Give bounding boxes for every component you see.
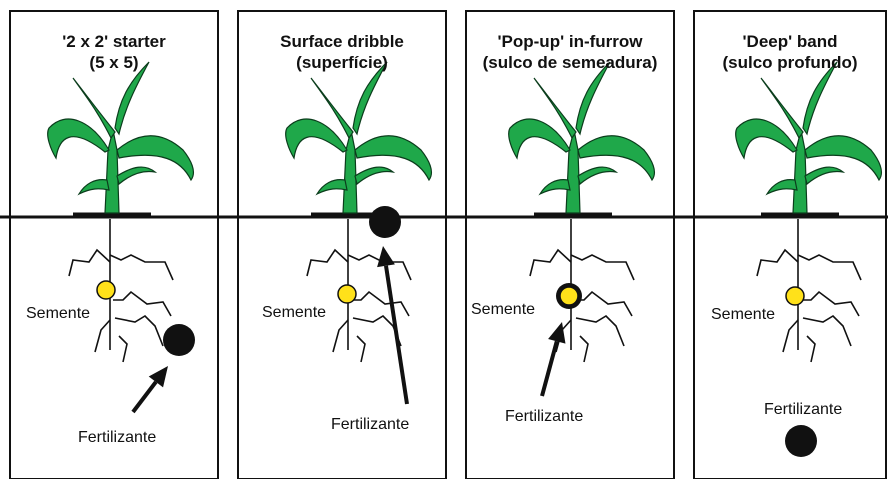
corn-stalk — [343, 130, 357, 213]
corn-leaf — [117, 167, 155, 184]
corn-leaf — [355, 167, 393, 184]
panel-2-fertilizer-dot — [369, 206, 401, 238]
panel-2-title-line1: Surface dribble — [238, 31, 446, 52]
panel-2-fertilizer-label: Fertilizante — [331, 416, 409, 434]
panel-frame-1 — [10, 11, 218, 479]
corn-leaf — [317, 180, 347, 194]
root-branch — [95, 320, 110, 352]
root-branch — [119, 336, 127, 362]
arrow-shaft — [542, 341, 557, 396]
root-branch — [574, 292, 632, 316]
panel-1-seed-label: Semente — [26, 305, 90, 323]
arrow-shaft — [133, 382, 156, 412]
corn-leaf — [509, 119, 570, 158]
corn-stalk — [105, 130, 119, 213]
panel-3-title-line2: (sulco de semeadura) — [466, 52, 674, 73]
panel-frame-2 — [238, 11, 446, 479]
panel-4-roots — [757, 219, 861, 362]
corn-leaf — [286, 119, 347, 158]
corn-stalk — [566, 130, 580, 213]
panel-3-corn-plant — [509, 62, 655, 214]
root-branch — [115, 316, 163, 346]
panel-4-fertilizer-dot — [785, 425, 817, 457]
root-branch — [110, 255, 173, 280]
root-branch — [580, 336, 588, 362]
panel-3-fertilizer-label: Fertilizante — [505, 408, 583, 426]
corn-leaf — [767, 180, 797, 194]
root-branch — [783, 320, 798, 352]
panel-2-seed-label: Semente — [262, 304, 326, 322]
root-branch — [571, 255, 634, 280]
panel-4-fertilizer-label: Fertilizante — [764, 401, 842, 419]
root-branch — [801, 292, 859, 316]
panel-2-seed — [338, 285, 356, 303]
panel-1-fertilizer-dot — [163, 324, 195, 356]
root-branch — [307, 250, 348, 276]
root-branch — [798, 255, 861, 280]
root-branch — [807, 336, 815, 362]
panel-2-title-line2: (superfície) — [238, 52, 446, 73]
root-branch — [113, 292, 171, 316]
panel-4-title: 'Deep' band (sulco profundo) — [694, 31, 886, 73]
panel-1-roots — [69, 219, 173, 362]
panel-2-corn-plant — [286, 62, 432, 214]
corn-leaf — [805, 167, 843, 184]
panel-4-corn-plant — [736, 62, 882, 214]
root-branch — [357, 336, 365, 362]
panel-3-seed-label: Semente — [471, 301, 535, 319]
arrow-head — [548, 322, 565, 344]
panel-3-title: 'Pop-up' in-furrow (sulco de semeadura) — [466, 31, 674, 73]
arrow-head — [149, 366, 168, 387]
root-branch — [757, 250, 798, 276]
root-branch — [333, 320, 348, 352]
panel-1-seed — [97, 281, 115, 299]
root-branch — [576, 316, 624, 346]
corn-leaf — [79, 180, 109, 194]
arrow-head — [377, 246, 395, 267]
arrow-shaft — [386, 266, 407, 404]
panel-4-seed — [786, 287, 804, 305]
root-branch — [69, 250, 110, 276]
panel-1-title-line2: (5 x 5) — [10, 52, 218, 73]
panel-3-seed — [560, 287, 578, 305]
panel-4-title-line2: (sulco profundo) — [694, 52, 886, 73]
panel-3-title-line1: 'Pop-up' in-furrow — [466, 31, 674, 52]
panel-1-fertilizer-arrow — [133, 366, 168, 412]
panel-3-roots — [530, 219, 634, 362]
corn-leaf — [578, 167, 616, 184]
root-branch — [530, 250, 571, 276]
corn-leaf — [736, 119, 797, 158]
corn-leaf — [48, 119, 109, 158]
panel-4-seed-label: Semente — [711, 306, 775, 324]
panel-1-corn-plant — [48, 62, 194, 214]
root-branch — [351, 292, 409, 316]
panel-4-title-line1: 'Deep' band — [694, 31, 886, 52]
panel-1-title: '2 x 2' starter (5 x 5) — [10, 31, 218, 73]
panel-1-title-line1: '2 x 2' starter — [10, 31, 218, 52]
panel-1-fertilizer-label: Fertilizante — [78, 429, 156, 447]
corn-leaf — [540, 180, 570, 194]
root-branch — [803, 316, 851, 346]
panel-2-title: Surface dribble (superfície) — [238, 31, 446, 73]
panel-3-fertilizer-arrow — [542, 322, 565, 396]
corn-stalk — [793, 130, 807, 213]
